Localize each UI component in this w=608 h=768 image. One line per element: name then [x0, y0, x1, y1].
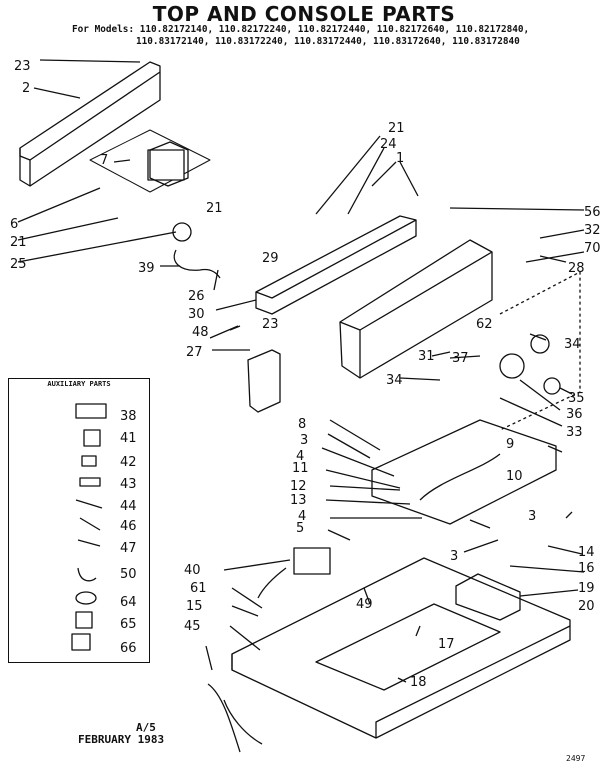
relay-part: [293, 547, 331, 575]
callout-19: 19: [578, 581, 595, 596]
callout-36: 36: [566, 407, 583, 422]
callout-62: 62: [476, 317, 493, 332]
callout-61: 61: [190, 581, 207, 596]
callout-46: 46: [120, 519, 137, 534]
callout-40: 40: [184, 563, 201, 578]
callout-47: 47: [120, 541, 137, 556]
callout-24: 24: [380, 137, 397, 152]
callout-14: 14: [578, 545, 595, 560]
callout-28: 28: [568, 261, 585, 276]
callout-3: 3: [450, 549, 458, 564]
console-endcap: [247, 349, 281, 413]
callout-5: 5: [296, 521, 304, 536]
footer-date: FEBRUARY 1983: [78, 733, 165, 746]
model-line-1: For Models: 110.82172140, 110.82172240, …: [72, 24, 530, 35]
callout-17: 17: [438, 637, 455, 652]
callout-70: 70: [584, 241, 601, 256]
callout-41: 41: [120, 431, 137, 446]
callout-1: 1: [396, 151, 404, 166]
callout-44: 44: [120, 499, 137, 514]
callout-7: 7: [100, 153, 108, 168]
callout-21: 21: [10, 235, 27, 250]
wire-harness-plate: [371, 419, 557, 525]
callout-16: 16: [578, 561, 595, 576]
callout-21: 21: [206, 201, 223, 216]
callout-23: 23: [14, 59, 31, 74]
callout-66: 66: [120, 641, 137, 656]
callout-27: 27: [186, 345, 203, 360]
callout-39: 39: [138, 261, 155, 276]
callout-38: 38: [120, 409, 137, 424]
callout-31: 31: [418, 349, 435, 364]
footer: A/5 FEBRUARY 1983: [78, 722, 164, 746]
footer-revision: A/5: [136, 721, 156, 734]
page-title: TOP AND CONSOLE PARTS: [152, 2, 456, 26]
callout-20: 20: [578, 599, 595, 614]
callout-37: 37: [452, 351, 469, 366]
knob-part: [499, 353, 525, 379]
callout-26: 26: [188, 289, 205, 304]
callout-18: 18: [410, 675, 427, 690]
callout-42: 42: [120, 455, 137, 470]
callout-6: 6: [10, 217, 18, 232]
main-top-part: [231, 557, 571, 739]
corner-code: 2497: [566, 754, 586, 763]
callout-34: 34: [386, 373, 403, 388]
callout-25: 25: [10, 257, 27, 272]
callout-48: 48: [192, 325, 209, 340]
callout-labels: 2327621252129392630234827212415632702862…: [10, 59, 601, 690]
callout-23: 23: [262, 317, 279, 332]
callout-43: 43: [120, 477, 137, 492]
callout-10: 10: [506, 469, 523, 484]
console-panel: [339, 239, 493, 379]
callout-32: 32: [584, 223, 601, 238]
callout-3: 3: [300, 433, 308, 448]
accessory-parts-title: AUXILIARY PARTS: [47, 380, 111, 388]
callout-21: 21: [388, 121, 405, 136]
callout-64: 64: [120, 595, 137, 610]
callout-9: 9: [506, 437, 514, 452]
callout-15: 15: [186, 599, 203, 614]
callout-4: 4: [296, 449, 304, 464]
callout-4: 4: [298, 509, 306, 524]
timer-bracket: [89, 129, 211, 193]
callout-30: 30: [188, 307, 205, 322]
callout-11: 11: [292, 461, 309, 476]
model-line-2: 110.83172140, 110.83172240, 110.83172440…: [136, 36, 520, 47]
callout-13: 13: [290, 493, 307, 508]
callout-35: 35: [568, 391, 585, 406]
callout-29: 29: [262, 251, 279, 266]
callout-65: 65: [120, 617, 137, 632]
console-rail: [255, 215, 417, 299]
callout-50: 50: [120, 567, 137, 582]
callout-33: 33: [566, 425, 583, 440]
callout-2: 2: [22, 81, 30, 96]
callout-8: 8: [298, 417, 306, 432]
callout-45: 45: [184, 619, 201, 634]
top-rail-part: [19, 61, 161, 161]
callout-34: 34: [564, 337, 581, 352]
callout-49: 49: [356, 597, 373, 612]
callout-3: 3: [528, 509, 536, 524]
model-list: For Models: 110.82172140, 110.82172240, …: [72, 24, 529, 48]
callout-12: 12: [290, 479, 307, 494]
housing-part: [455, 573, 521, 621]
accessory-parts-box: [8, 378, 150, 663]
callout-56: 56: [584, 205, 601, 220]
